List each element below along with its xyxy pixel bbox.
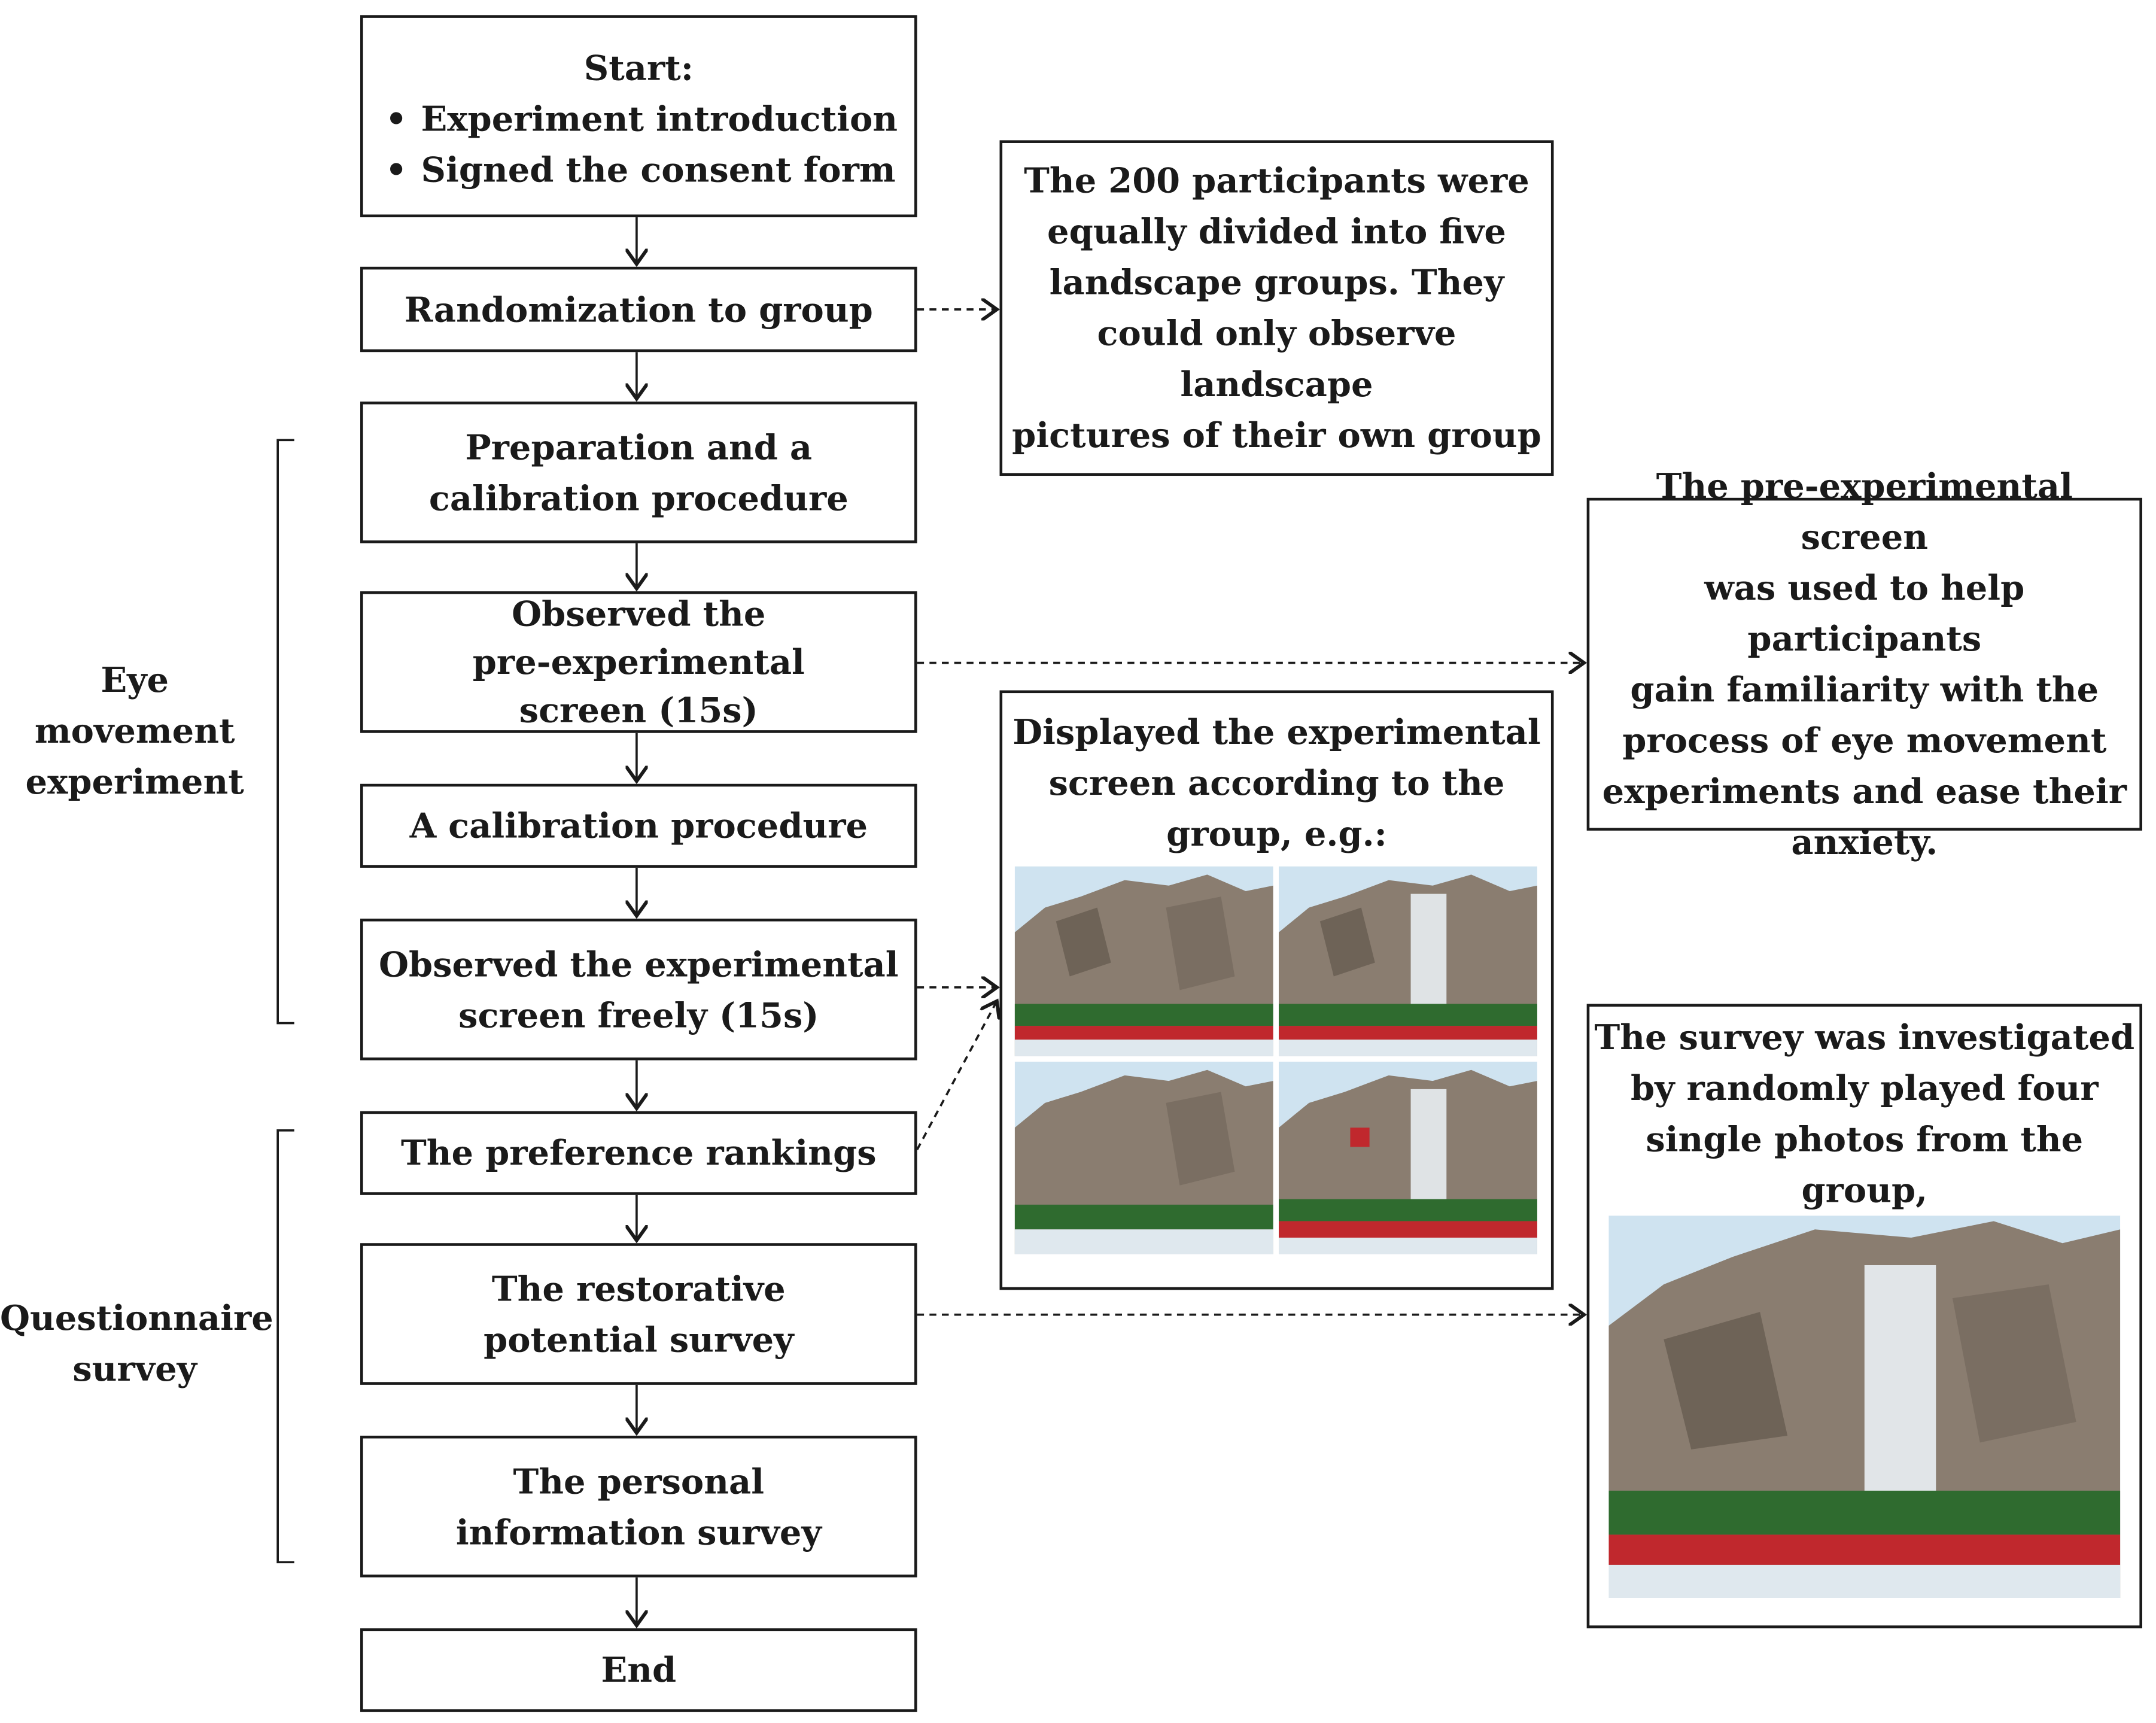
link-rankings — [916, 1001, 997, 1150]
bracket-questionnaire — [276, 1129, 294, 1564]
landscape-photo-1 — [1014, 866, 1273, 1056]
step-calibration: A calibration procedure — [360, 783, 917, 868]
step-randomization: Randomization to group — [360, 266, 917, 352]
landscape-photo-3 — [1014, 1061, 1273, 1254]
note-groups: The 200 participants were equally divide… — [999, 140, 1554, 476]
step-pre-experimental-screen: Observed the pre-experimental screen (15… — [360, 591, 917, 733]
step-personal-survey: The personal information survey — [360, 1435, 917, 1578]
step-experimental-screen: Observed the experimental screen freely … — [360, 918, 917, 1060]
landscape-photo-single — [1608, 1215, 2121, 1599]
note-experimental-screen-text: Displayed the experimental screen accord… — [1012, 712, 1541, 854]
start-list: Experiment introduction Signed the conse… — [380, 93, 898, 195]
start-item-introduction: Experiment introduction — [380, 93, 898, 144]
start-item-consent: Signed the consent form — [380, 144, 898, 195]
start-box: Start: Experiment introduction Signed th… — [360, 15, 917, 218]
step-preparation: Preparation and a calibration procedure — [360, 401, 917, 543]
step-preference-rankings: The preference rankings — [360, 1111, 917, 1195]
step-end: End — [360, 1628, 917, 1712]
start-title: Start: — [583, 48, 694, 89]
bracket-eye — [276, 439, 294, 1025]
phase-label-eye-movement: Eye movement experiment — [25, 660, 244, 802]
phase-label-questionnaire: Questionnaire survey — [0, 1298, 273, 1389]
note-pre-screen: The pre-experimental screen was used to … — [1586, 466, 2142, 862]
landscape-photo-4 — [1278, 1061, 1537, 1254]
step-restorative-survey: The restorative potential survey — [360, 1243, 917, 1385]
landscape-photo-2 — [1278, 866, 1537, 1056]
